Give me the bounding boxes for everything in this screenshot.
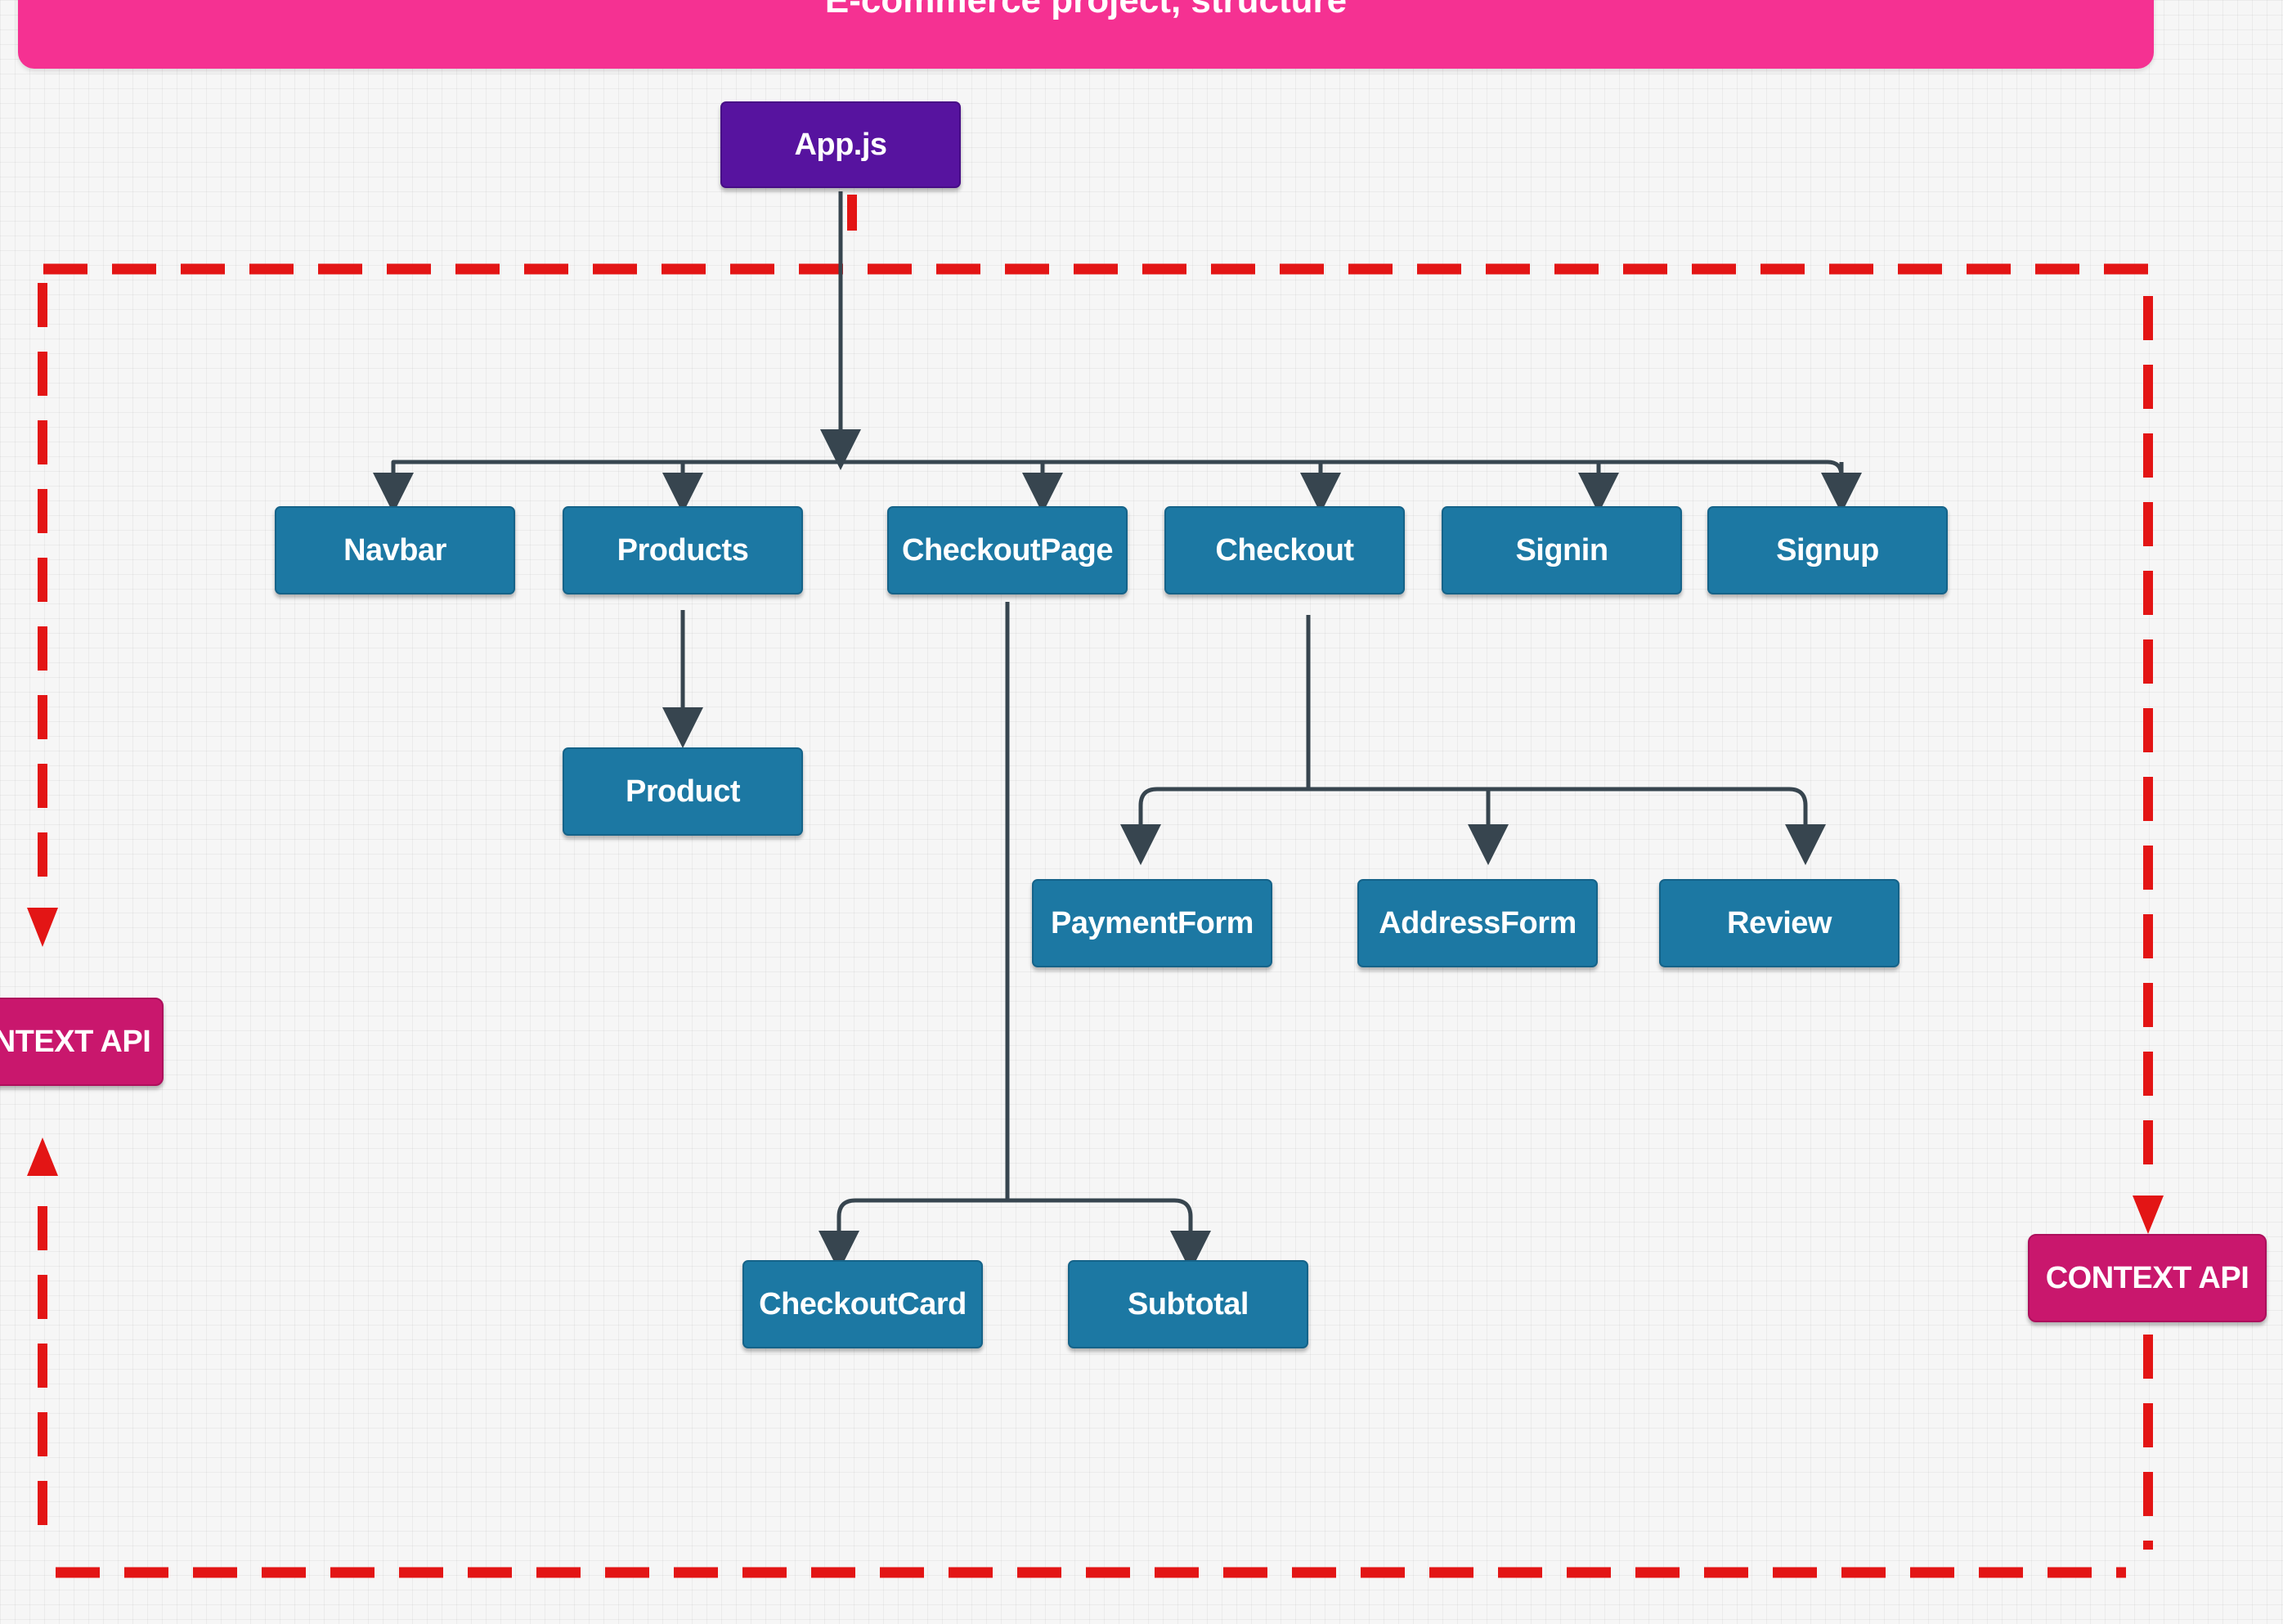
node-addressform[interactable]: AddressForm <box>1357 879 1598 967</box>
node-review[interactable]: Review <box>1659 879 1900 967</box>
node-app-js[interactable]: App.js <box>720 101 961 188</box>
context-arrow-down-left <box>27 908 58 947</box>
node-products[interactable]: Products <box>563 506 803 594</box>
context-api-label-left[interactable]: NTEXT API <box>0 998 164 1086</box>
node-product[interactable]: Product <box>563 747 803 836</box>
node-checkout[interactable]: Checkout <box>1164 506 1405 594</box>
node-signin[interactable]: Signin <box>1442 506 1682 594</box>
context-arrow-down-right <box>2133 1196 2164 1234</box>
node-subtotal[interactable]: Subtotal <box>1068 1260 1308 1348</box>
node-paymentform[interactable]: PaymentForm <box>1032 879 1272 967</box>
banner-title: E-commerce project, structure <box>824 0 1348 20</box>
title-banner: E-commerce project, structure <box>18 0 2154 69</box>
connector-main-bus <box>391 460 1844 477</box>
node-signup[interactable]: Signup <box>1707 506 1948 594</box>
context-api-label-right[interactable]: CONTEXT API <box>2028 1234 2267 1322</box>
node-checkoutpage[interactable]: CheckoutPage <box>887 506 1128 594</box>
node-navbar[interactable]: Navbar <box>275 506 515 594</box>
connector-checkoutpage-bus <box>837 1198 1193 1225</box>
context-arrow-up-left <box>27 1137 58 1176</box>
node-checkoutcard[interactable]: CheckoutCard <box>742 1260 983 1348</box>
connector-checkout-bus <box>1138 787 1808 842</box>
